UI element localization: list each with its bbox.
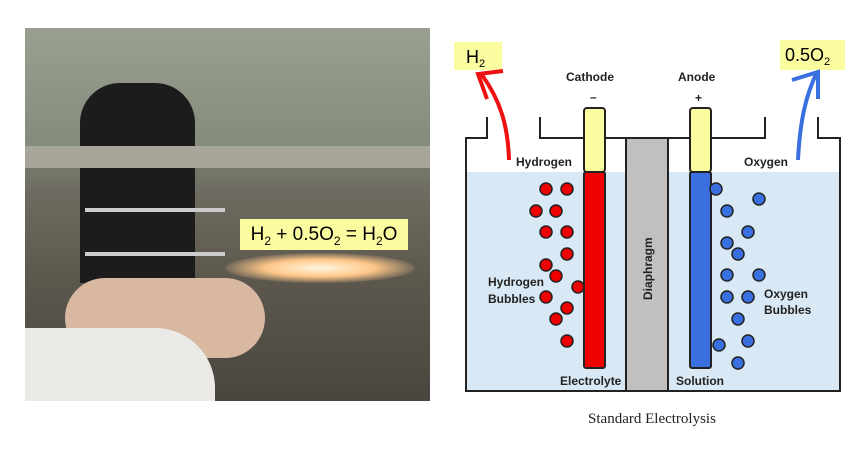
combustion-equation: H2 + 0.5O2 = H2O [240,219,408,250]
electrolyte-label: Electrolyte [560,374,622,388]
cathode-sign: – [590,90,597,104]
oxygen-bubble [731,312,745,326]
oxygen-label: Oxygen [744,155,788,169]
hydrogen-bubble [549,312,563,326]
eq-sub: 2 [264,233,272,248]
oxygen-bubble [709,182,723,196]
oxygen-bubble [731,247,745,261]
h2-label-box [454,42,502,70]
hydrogen-bubble [549,269,563,283]
hydrogen-bubble [549,204,563,218]
oxygen-bubbles-label: Bubbles [764,303,812,317]
oxygen-bubbles-label: Oxygen [764,287,808,301]
eq-plus: + 0.5O [271,224,334,245]
hydrogen-bubble [560,334,574,348]
anode-label: Anode [678,70,716,84]
h2-label: H2 [466,47,485,70]
oxygen-bubble [741,334,755,348]
solution-label: Solution [676,374,724,388]
cathode-top [583,107,606,173]
hydrogen-bubble [560,247,574,261]
diaphragm-label: Diaphragm [641,237,655,300]
oxygen-bubble [720,204,734,218]
eq-sub: 2 [333,233,341,248]
electrolysis-diagram: H2 0.5O2 Cathode – Anode + Hydrogen Oxyg… [454,40,845,427]
tank [465,117,841,392]
eq-equals: = H [340,224,376,245]
clamp-rings [85,208,225,256]
gas-cylinder [80,83,195,283]
o2-arrow-head [791,69,820,99]
oxygen-bubble [741,290,755,304]
oxygen-bubble [731,356,745,370]
o2-label: 0.5O2 [785,45,830,68]
hydrogen-bubble [571,280,585,294]
hydrogen-bubble [560,225,574,239]
eq-sub: 2 [375,233,383,248]
anode [689,171,712,369]
lab-coat [25,328,215,401]
hydrogen-bubble [539,225,553,239]
hydrogen-bubbles-label: Bubbles [488,292,536,306]
oxygen-bubble [720,268,734,282]
eq-h: H [250,224,265,245]
oxygen-bubble [720,290,734,304]
cathode [583,171,606,369]
anode-top [689,107,712,173]
cathode-label: Cathode [566,70,614,84]
o2-label-box [780,40,845,70]
tank-lid [539,117,766,139]
o2-arrow [796,71,819,161]
hydrogen-label: Hydrogen [516,155,572,169]
h2-arrow-head [475,69,504,100]
hydrogen-bubble [560,182,574,196]
hydrogen-bubble [539,290,553,304]
hydrogen-bubbles-label: Hydrogen [488,275,544,289]
oxygen-bubble [712,338,726,352]
oxygen-bubble [741,225,755,239]
oxygen-bubble [752,192,766,206]
eq-o: O [382,224,398,245]
oxygen-bubble [720,236,734,250]
diagram-caption: Standard Electrolysis [588,411,716,427]
hydrogen-bubble [529,204,543,218]
oxygen-bubble [752,268,766,282]
hydrogen-bubble [560,301,574,315]
flame-photo [25,28,430,401]
hydrogen-bubble [539,182,553,196]
h2-arrow [480,73,511,161]
flame [225,253,415,283]
anode-sign: + [695,91,702,105]
shelf [25,146,430,168]
diaphragm [625,137,669,392]
hydrogen-bubble [539,258,553,272]
